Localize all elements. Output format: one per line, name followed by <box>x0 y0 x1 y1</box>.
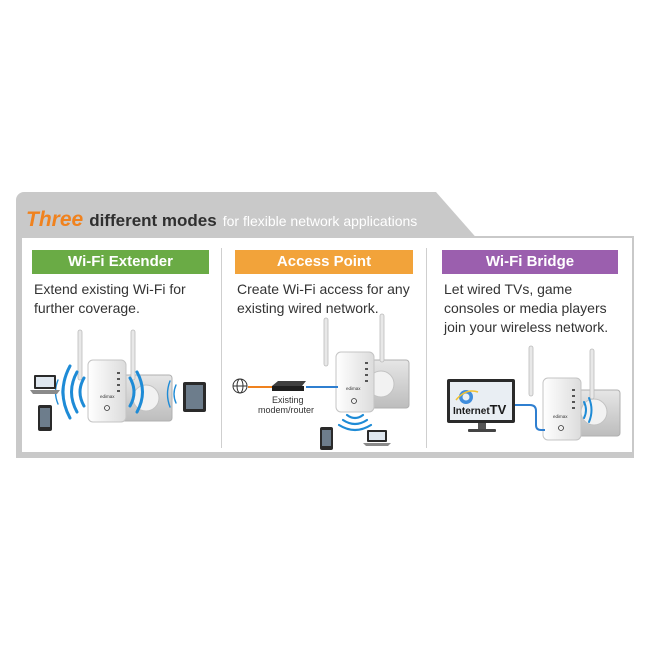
tablet-icon <box>183 382 206 412</box>
antenna-left <box>528 345 534 397</box>
access-point-scene: edimax Existing modem/router <box>232 313 410 450</box>
laptop-icon <box>363 430 391 446</box>
internet-explorer-icon <box>455 390 479 404</box>
antenna-left <box>77 329 83 381</box>
modem-router-icon <box>272 381 306 391</box>
headline-title: different modes <box>89 211 217 230</box>
column-divider-1 <box>221 248 222 448</box>
mode-extender: Wi-Fi Extender Extend existing Wi-Fi for… <box>32 250 209 318</box>
tv-icon <box>447 379 515 432</box>
extender-device <box>87 359 127 423</box>
wall-socket <box>132 384 160 412</box>
device-brand: edimax <box>100 394 115 399</box>
status-leds <box>572 389 575 409</box>
header-tab-slope <box>436 192 480 242</box>
header-tab-background <box>16 192 436 242</box>
mode-bridge: Wi-Fi Bridge Let wired TVs, game console… <box>442 250 618 337</box>
wifi-waves-bridge <box>583 397 593 423</box>
headline-emphasis: Three <box>26 208 84 231</box>
modem-caption-line1: Existing <box>272 395 304 405</box>
bridge-scene: edimax InternetTV <box>447 345 621 441</box>
modem-caption-line2: modem/router <box>258 405 314 415</box>
mode-access-point-label: Access Point <box>235 250 413 274</box>
extender-scene: edimax <box>30 329 206 431</box>
laptop-icon <box>30 375 60 394</box>
wifi-waves-extender <box>54 364 177 420</box>
ethernet-cable <box>514 404 545 431</box>
mode-extender-description: Extend existing Wi-Fi for further covera… <box>34 281 186 316</box>
power-button <box>558 425 564 431</box>
mode-access-point: Access Point Create Wi-Fi access for any… <box>235 250 413 318</box>
mode-bridge-label: Wi-Fi Bridge <box>442 250 618 274</box>
bridge-device <box>542 377 582 441</box>
globe-icon <box>232 378 248 394</box>
headline-subtitle: for flexible network applications <box>222 213 418 229</box>
phone-icon <box>320 427 333 450</box>
wifi-waves-access-point <box>337 413 373 432</box>
antenna-right <box>589 348 595 400</box>
phone-icon <box>38 405 52 431</box>
headline: Three different modes for flexible network… <box>26 208 417 238</box>
tv-brand: InternetTV <box>453 402 507 417</box>
antenna-left <box>323 317 329 367</box>
mode-access-point-description: Create Wi-Fi access for any existing wir… <box>237 281 410 316</box>
status-leds <box>365 362 368 382</box>
antenna-right <box>379 313 385 363</box>
antenna-right <box>130 329 136 381</box>
tv-brand-internet: Internet <box>453 406 490 417</box>
status-leds <box>117 372 120 392</box>
tv-brand-tv: TV <box>490 402 507 417</box>
device-brand: edimax <box>346 386 361 391</box>
mode-extender-label: Wi-Fi Extender <box>32 250 209 274</box>
device-brand: edimax <box>553 414 568 419</box>
access-point-device <box>335 351 375 413</box>
power-button <box>104 405 110 411</box>
mode-bridge-description: Let wired TVs, game consoles or media pl… <box>444 281 609 335</box>
power-button <box>351 398 357 404</box>
column-divider-2 <box>426 248 427 448</box>
